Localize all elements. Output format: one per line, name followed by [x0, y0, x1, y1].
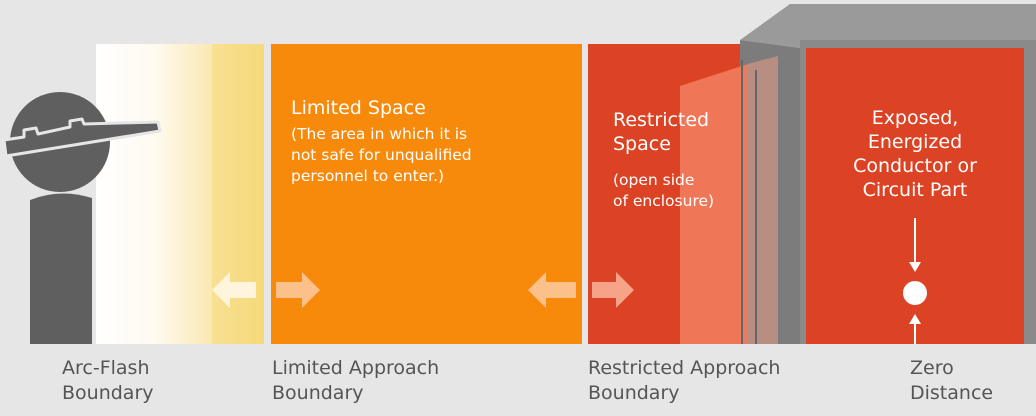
limited-space-title: Limited Space: [291, 97, 426, 119]
restricted-space-note-line: (open side: [613, 171, 695, 189]
exposed-conductor-label-line: Exposed,: [871, 107, 959, 129]
zero-distance-label: Zero Distance: [910, 356, 993, 406]
restricted-space-title-line: Space: [613, 133, 671, 155]
limited-space-note-line: (The area in which it is: [291, 125, 468, 143]
boundary-label-line: Distance: [910, 382, 994, 404]
limited-space-zone: [271, 44, 582, 344]
arc-flash-boundary-arrows: [212, 272, 320, 308]
restricted-boundary-arrows: [528, 272, 634, 308]
boundary-label-line: Boundary: [588, 382, 680, 404]
limited-space-note-line: personnel to enter.): [291, 167, 445, 185]
conductor-point-icon: [903, 218, 927, 344]
restricted-approach-boundary-label: Restricted Approach Boundary: [588, 356, 780, 406]
limited-space-note-line: not safe for unqualified: [291, 146, 472, 164]
arc-flash-zone-edge: [212, 44, 264, 344]
restricted-space-title: Restricted Space: [613, 108, 709, 156]
boundary-label-line: Zero: [910, 357, 954, 379]
boundary-label-line: Restricted Approach: [588, 357, 781, 379]
restricted-space-note-line: of enclosure): [613, 192, 715, 210]
exposed-conductor-label-line: Circuit Part: [862, 179, 968, 201]
restricted-space-title-line: Restricted: [613, 109, 710, 131]
boundary-label-line: Limited Approach: [272, 357, 440, 379]
restricted-space-note: (open side of enclosure): [613, 170, 714, 212]
limited-space-note: (The area in which it is not safe for un…: [291, 124, 472, 187]
boundary-label-line: Boundary: [62, 382, 154, 404]
worker-with-hard-hat-icon: [2, 92, 162, 344]
limited-approach-boundary-label: Limited Approach Boundary: [272, 356, 439, 406]
exposed-conductor-label: Exposed, Energized Conductor or Circuit …: [815, 106, 1015, 202]
exposed-conductor-label-line: Energized: [867, 131, 963, 153]
boundary-label-line: Arc-Flash: [62, 357, 150, 379]
boundary-label-line: Boundary: [272, 382, 364, 404]
exposed-conductor-label-line: Conductor or: [853, 155, 977, 177]
arc-flash-boundary-label: Arc-Flash Boundary: [62, 356, 154, 406]
